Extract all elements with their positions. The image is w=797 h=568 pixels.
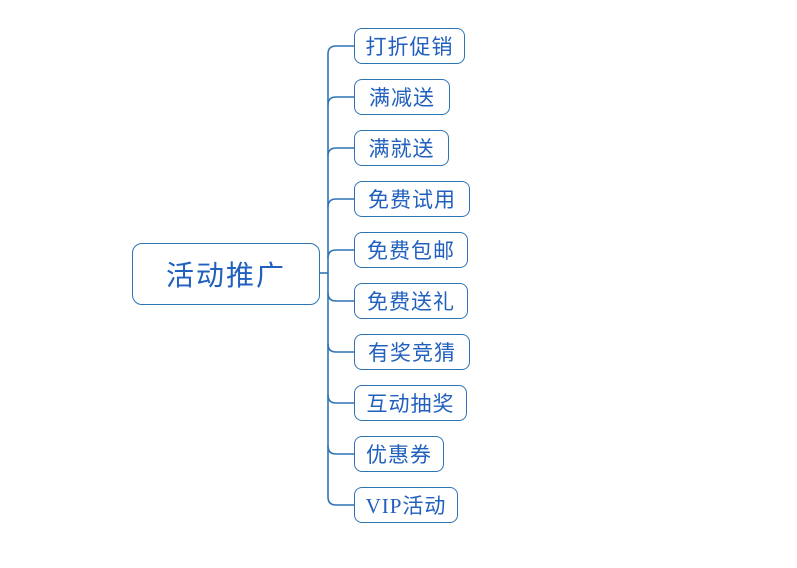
child-node-3[interactable]: 满就送	[354, 130, 449, 166]
child-node-label: 有奖竞猜	[368, 341, 456, 365]
connector-branch	[327, 445, 354, 455]
root-node-label: 活动推广	[165, 261, 286, 292]
connector-branch	[327, 147, 354, 157]
child-node-10[interactable]: VIP活动	[354, 487, 458, 523]
child-node-label: 互动抽奖	[366, 392, 455, 416]
child-node-4[interactable]: 免费试用	[354, 181, 470, 217]
child-node-1[interactable]: 打折促销	[354, 28, 465, 64]
connector-branch	[327, 292, 354, 302]
child-node-9[interactable]: 优惠券	[354, 436, 444, 472]
connector-spine	[327, 45, 354, 506]
child-node-label: 免费试用	[368, 188, 456, 212]
connector-branch	[327, 394, 354, 404]
child-node-label: VIP活动	[365, 494, 447, 518]
child-node-label: 免费送礼	[367, 290, 455, 314]
child-node-2[interactable]: 满减送	[354, 79, 450, 115]
root-node[interactable]: 活动推广	[132, 243, 320, 305]
child-node-label: 打折促销	[365, 35, 454, 59]
child-node-label: 优惠券	[366, 443, 432, 467]
child-node-8[interactable]: 互动抽奖	[354, 385, 467, 421]
child-node-label: 满就送	[368, 137, 435, 161]
connector-branch	[327, 96, 354, 106]
child-node-5[interactable]: 免费包邮	[354, 232, 468, 268]
connector-branch	[327, 198, 354, 208]
connector-branch	[327, 249, 354, 259]
child-node-label: 满减送	[369, 86, 435, 110]
child-node-7[interactable]: 有奖竞猜	[354, 334, 470, 370]
child-node-6[interactable]: 免费送礼	[354, 283, 468, 319]
connector-branch	[327, 343, 354, 353]
child-node-label: 免费包邮	[367, 239, 455, 263]
